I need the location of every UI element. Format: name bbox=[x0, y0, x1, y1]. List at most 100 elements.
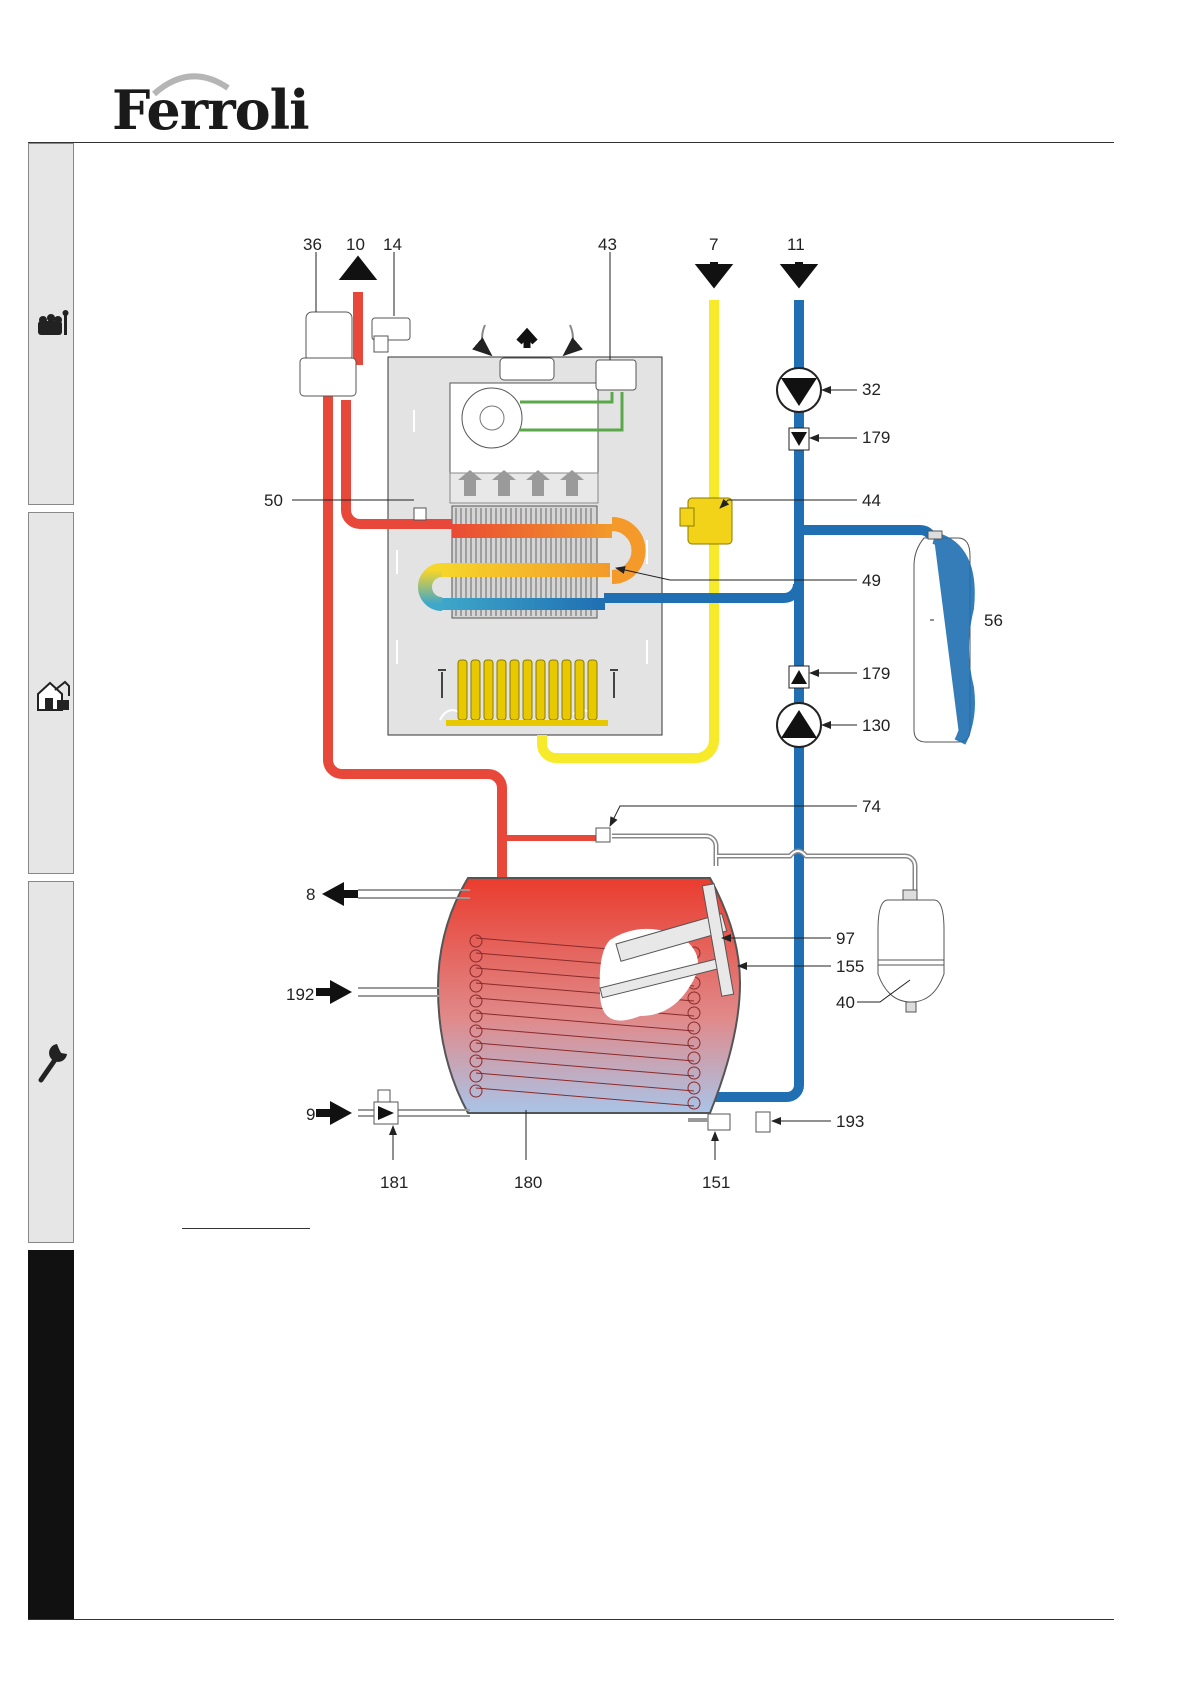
air-vent-36 bbox=[305, 311, 353, 363]
label-155: 155 bbox=[836, 957, 864, 976]
coil-turn bbox=[475, 1087, 695, 1107]
sidebar-tab-user[interactable] bbox=[28, 143, 74, 505]
ignition-electrode bbox=[438, 669, 446, 698]
burner-ramp bbox=[483, 659, 494, 721]
anode-97 bbox=[615, 913, 728, 962]
drain-tap-193 bbox=[755, 1111, 771, 1133]
temp-sensor-50 bbox=[413, 507, 427, 521]
label-40: 40 bbox=[836, 993, 855, 1012]
expansion-vessel-pipe bbox=[799, 525, 939, 545]
air-inlet-arrow-left bbox=[472, 324, 493, 357]
coil-turn bbox=[475, 1012, 695, 1032]
label-151: 151 bbox=[702, 1173, 730, 1192]
detection-electrode bbox=[610, 669, 618, 698]
drain-valve-74 bbox=[595, 827, 611, 843]
label-49: 49 bbox=[862, 571, 881, 590]
label-32: 32 bbox=[862, 380, 881, 399]
coil-turn bbox=[475, 1057, 695, 1077]
flue-gas-arrows bbox=[458, 470, 584, 496]
logo-swoosh bbox=[152, 73, 230, 97]
footer-rule bbox=[28, 1619, 1114, 1620]
flue-outlet bbox=[499, 357, 555, 381]
burner-bank bbox=[457, 659, 598, 721]
air-inlet-arrow-right bbox=[562, 324, 583, 357]
component-labels: 36 10 14 43 7 11 32 179 50 44 49 56 179 … bbox=[264, 235, 1003, 1192]
dhw-outlet-arrow bbox=[322, 882, 358, 906]
label-14: 14 bbox=[383, 235, 402, 254]
hx-tube-bottom bbox=[440, 598, 605, 610]
cold-inlet-arrow bbox=[779, 262, 819, 289]
gas-valve bbox=[687, 497, 733, 545]
house-installation-icon bbox=[37, 680, 70, 711]
sidebar-tab-technical[interactable] bbox=[28, 1250, 74, 1619]
ferroli-logo: Ferroli bbox=[112, 78, 310, 142]
hx-tube-middle bbox=[440, 563, 610, 577]
hot-outlet-arrow bbox=[338, 255, 378, 280]
dhw-outlet-pipe-8 bbox=[358, 889, 470, 899]
drain-valve-151 bbox=[707, 1113, 731, 1131]
label-9: 9 bbox=[306, 1105, 315, 1124]
label-8: 8 bbox=[306, 885, 315, 904]
burner-ramp bbox=[548, 659, 559, 721]
label-192: 192 bbox=[286, 985, 314, 1004]
burner-ramp bbox=[496, 659, 507, 721]
safety-valve-14 bbox=[371, 317, 411, 341]
label-97: 97 bbox=[836, 929, 855, 948]
user-settings-icon bbox=[38, 310, 69, 335]
storage-tank-180 bbox=[436, 877, 742, 1114]
label-50: 50 bbox=[264, 491, 283, 510]
label-11: 11 bbox=[787, 235, 805, 254]
pressure-tubes bbox=[520, 392, 624, 432]
label-7: 7 bbox=[709, 235, 718, 254]
gas-inlet-arrow bbox=[694, 262, 734, 289]
label-74: 74 bbox=[862, 797, 881, 816]
hot-flow-pipe bbox=[323, 292, 507, 890]
sidebar-tab-installer[interactable] bbox=[28, 512, 74, 874]
hx-bend-left bbox=[418, 563, 443, 611]
label-180: 180 bbox=[514, 1173, 542, 1192]
sidebar-tab-service[interactable] bbox=[28, 881, 74, 1243]
label-181: 181 bbox=[380, 1173, 408, 1192]
wrench-icon bbox=[38, 1044, 67, 1083]
three-way-valve bbox=[299, 357, 357, 397]
burner-ramp bbox=[535, 659, 546, 721]
cold-inlet-arrow-9 bbox=[316, 1101, 352, 1125]
hx-bend-right bbox=[611, 517, 646, 584]
dhw-expansion-vessel-40 bbox=[877, 899, 945, 1003]
burner-ramp bbox=[522, 659, 533, 721]
label-56: 56 bbox=[984, 611, 1003, 630]
tank-coil bbox=[469, 934, 701, 1110]
recirc-pipe-192 bbox=[358, 987, 440, 997]
label-179-bottom: 179 bbox=[862, 664, 890, 683]
coil-turn bbox=[475, 1072, 695, 1092]
label-10: 10 bbox=[346, 235, 365, 254]
leader-lines bbox=[292, 252, 934, 1160]
burner-ramp bbox=[587, 659, 598, 721]
label-36: 36 bbox=[303, 235, 322, 254]
label-179-top: 179 bbox=[862, 428, 890, 447]
label-193: 193 bbox=[836, 1112, 864, 1131]
air-pressure-switch bbox=[595, 359, 637, 391]
header-rule bbox=[28, 142, 1114, 143]
hx-tube-top bbox=[452, 524, 612, 538]
cold-water-pipe bbox=[680, 300, 804, 1102]
return-to-hx-pipe bbox=[604, 583, 803, 603]
label-130: 130 bbox=[862, 716, 890, 735]
burner-ramp bbox=[470, 659, 481, 721]
gas-pipe bbox=[537, 300, 719, 763]
recirc-arrow bbox=[316, 980, 352, 1004]
fan-wheel bbox=[461, 387, 523, 449]
hx-flow-pipe bbox=[341, 400, 452, 529]
caption-rule bbox=[182, 1228, 310, 1229]
burner-ramp bbox=[509, 659, 520, 721]
burner-ramp bbox=[561, 659, 572, 721]
coil-turn bbox=[475, 1042, 695, 1062]
label-43: 43 bbox=[598, 235, 617, 254]
flue-arrow bbox=[516, 327, 538, 348]
label-44: 44 bbox=[862, 491, 881, 510]
gas-manifold bbox=[446, 720, 608, 726]
coil-turn bbox=[475, 1027, 695, 1047]
burner-ramp bbox=[574, 659, 585, 721]
burner-ramp bbox=[457, 659, 468, 721]
